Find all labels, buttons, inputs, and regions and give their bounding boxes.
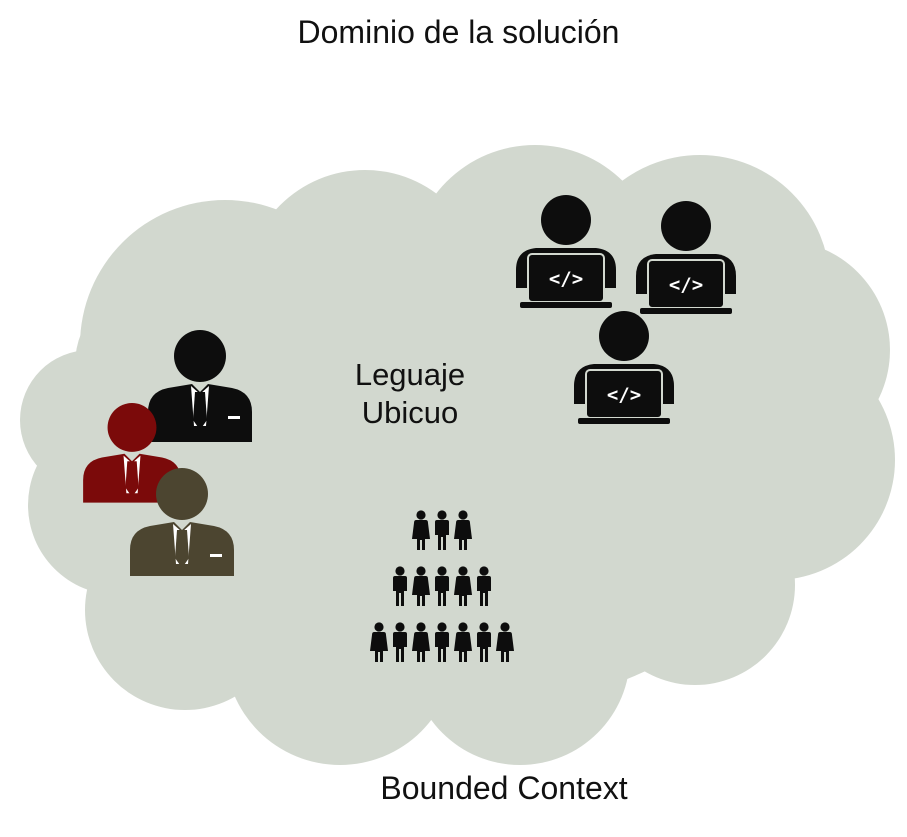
business-people-group: [83, 330, 252, 576]
ubiquitous-language-line1: Leguaje: [354, 357, 466, 392]
bounded-context-label: Bounded Context: [380, 770, 628, 806]
diagram-title: Dominio de la solución: [297, 14, 620, 50]
ubiquitous-language-line2: Ubicuo: [361, 395, 459, 430]
business-person-icon: [130, 468, 234, 576]
cloud-shape: [20, 145, 895, 765]
ubiquitous-language-label: Leguaje Ubicuo: [330, 356, 490, 432]
